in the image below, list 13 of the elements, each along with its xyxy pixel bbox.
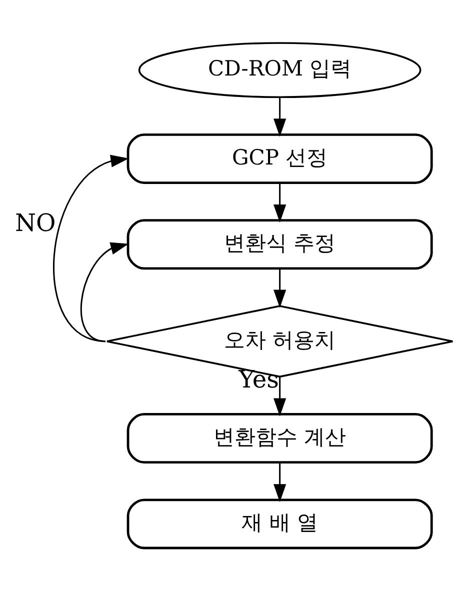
arrow [274,376,286,416]
arrow [274,268,286,308]
arrow [274,182,286,222]
arrow [80,242,129,342]
edge-label: NO [15,208,56,237]
node-ellipse: CD-ROM 입력 [138,42,422,98]
node-box: 변환식 추정 [126,218,433,270]
node-box: 변환함수 계산 [126,412,433,464]
node-box: GCP 선정 [126,132,433,184]
arrow [274,96,286,136]
arrow [274,462,286,502]
node-box: 재 배 열 [126,498,433,549]
arrow [53,154,129,342]
